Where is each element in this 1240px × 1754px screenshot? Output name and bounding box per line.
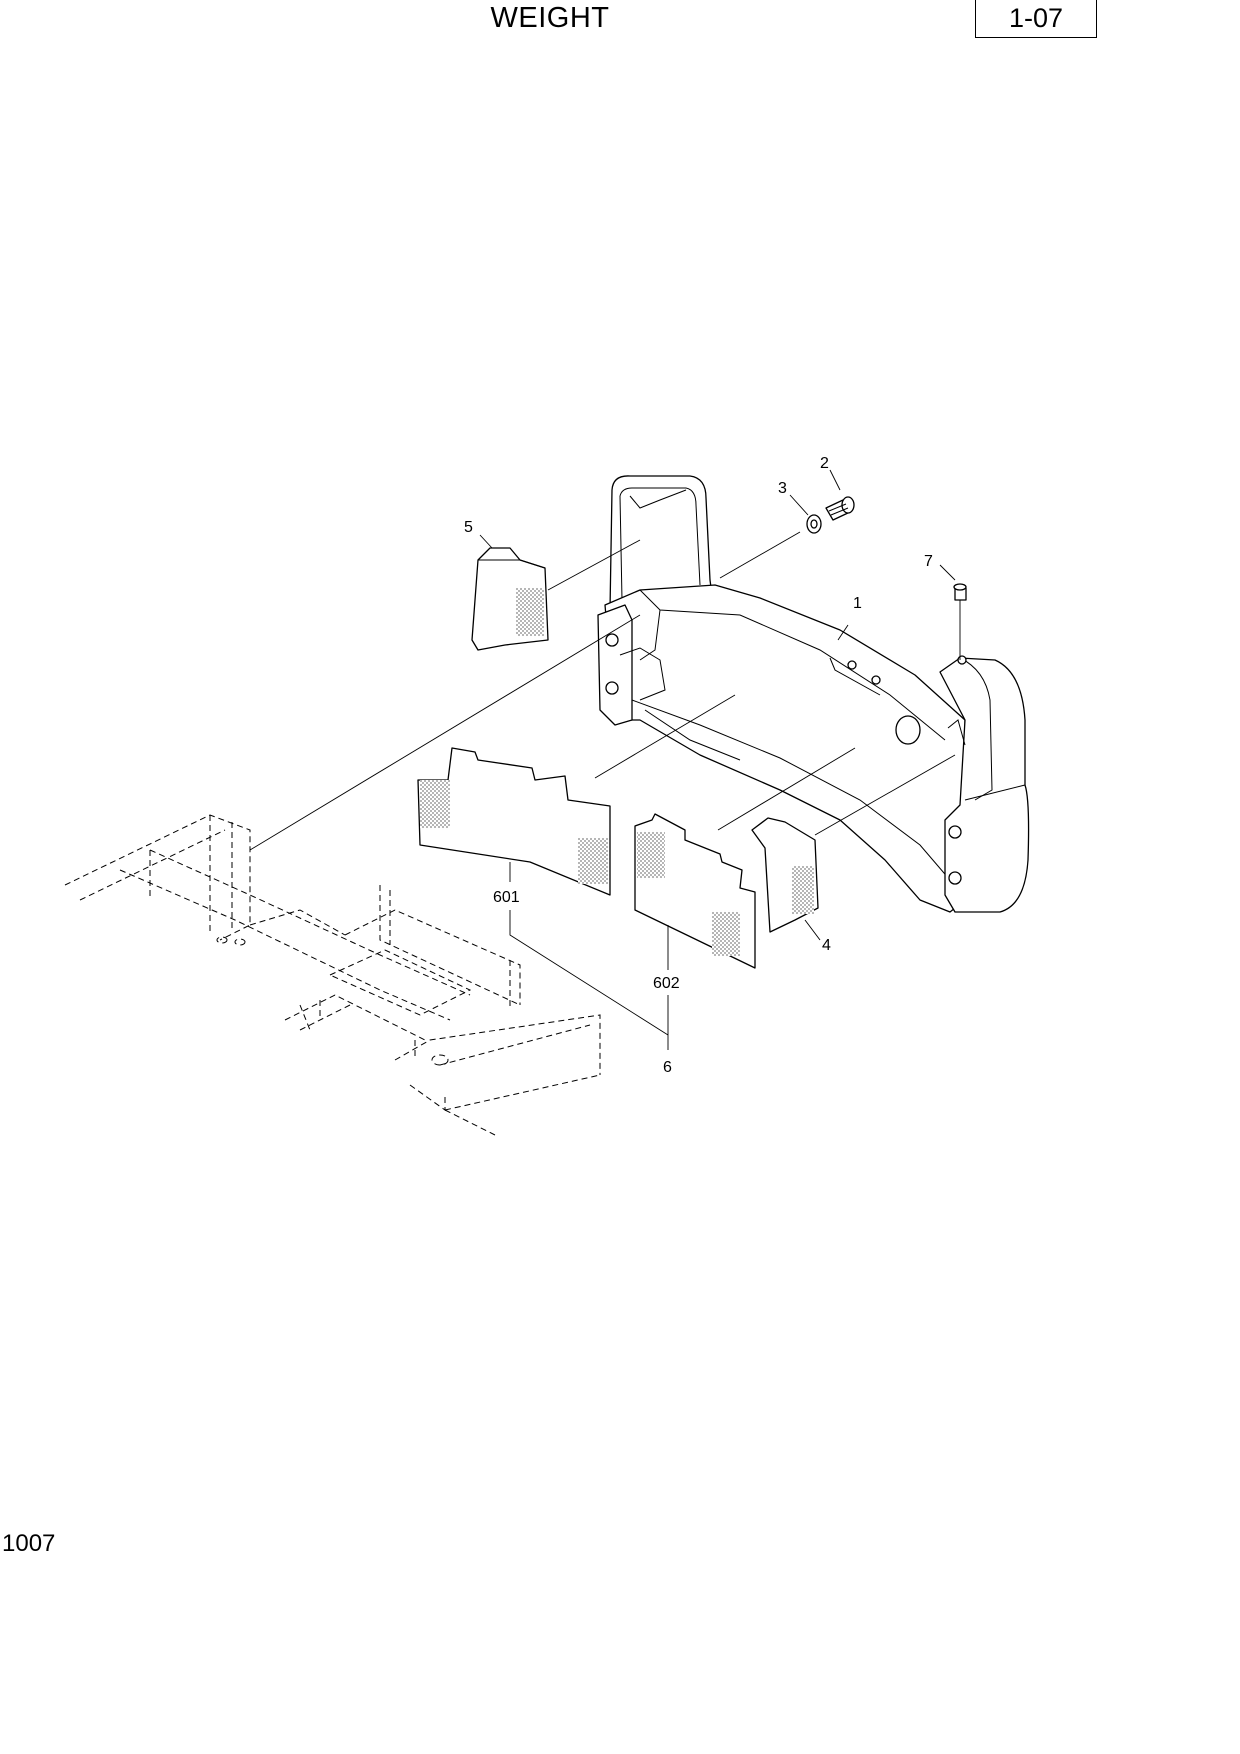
page-title: WEIGHT bbox=[490, 2, 610, 34]
exploded-parts-diagram: 2 3 5 7 1 4 601 602 6 bbox=[64, 455, 1030, 1136]
callout-6: 6 bbox=[663, 1059, 672, 1076]
part-5-cover bbox=[471, 547, 549, 651]
callout-3: 3 bbox=[778, 480, 787, 497]
page-number: 1007 bbox=[2, 1530, 56, 1557]
callout-7: 7 bbox=[924, 553, 933, 570]
callout-1: 1 bbox=[853, 595, 862, 612]
part-2-bolt bbox=[825, 496, 855, 521]
callout-601: 601 bbox=[493, 889, 520, 906]
page-code-box: 1-07 bbox=[975, 0, 1097, 38]
part-4-cover bbox=[751, 817, 819, 933]
part-7-pin bbox=[953, 583, 967, 660]
part-601-plate bbox=[417, 747, 611, 896]
callout-4: 4 bbox=[822, 937, 831, 954]
callout-2: 2 bbox=[820, 455, 829, 472]
callout-602: 602 bbox=[653, 975, 680, 992]
part-602-plate bbox=[634, 813, 756, 969]
machine-frame-outline bbox=[64, 814, 601, 1136]
counterweight-body bbox=[597, 475, 1030, 913]
part-3-washer bbox=[806, 514, 822, 534]
leader-lines bbox=[249, 469, 956, 1050]
callout-5: 5 bbox=[464, 519, 473, 536]
